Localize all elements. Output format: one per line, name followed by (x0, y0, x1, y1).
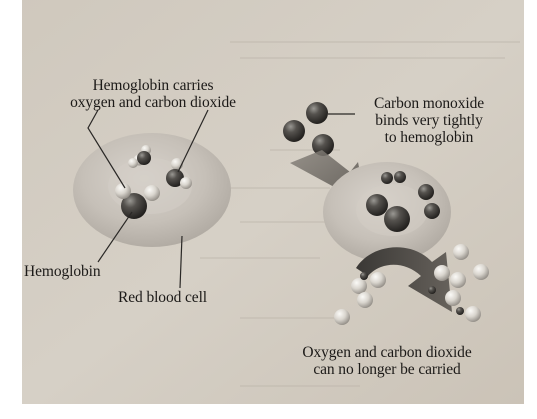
left-cell-molecules (115, 145, 192, 219)
left-margin (0, 0, 22, 419)
right-margin (524, 0, 537, 419)
label-line: binds very tightly (375, 112, 483, 129)
released-molecules (334, 244, 489, 325)
bottom-margin (0, 404, 537, 419)
label-line: Carbon monoxide (374, 95, 484, 112)
carbon-monoxide-label: Carbon monoxide binds very tightly to he… (354, 95, 504, 146)
outgoing-arrow (356, 247, 452, 312)
label-line: Hemoglobin carries (92, 77, 214, 94)
label-line: Oxygen and carbon dioxide (302, 344, 472, 361)
carbon-monoxide-molecules (283, 102, 334, 156)
result-label: Oxygen and carbon dioxide can no longer … (276, 344, 498, 378)
left-leader-lines (87, 109, 209, 289)
label-line: to hemoglobin (384, 129, 474, 146)
hemoglobin-carries-label: Hemoglobin carries oxygen and carbon dio… (60, 77, 246, 111)
hemoglobin-label: Hemoglobin (24, 263, 101, 280)
label-line: oxygen and carbon dioxide (70, 94, 236, 111)
label-line: can no longer be carried (313, 361, 461, 378)
show-through-text (200, 41, 520, 387)
red-blood-cell-label: Red blood cell (118, 289, 207, 306)
hemoglobin-molecule (121, 193, 147, 219)
right-cell-molecules (366, 171, 440, 232)
